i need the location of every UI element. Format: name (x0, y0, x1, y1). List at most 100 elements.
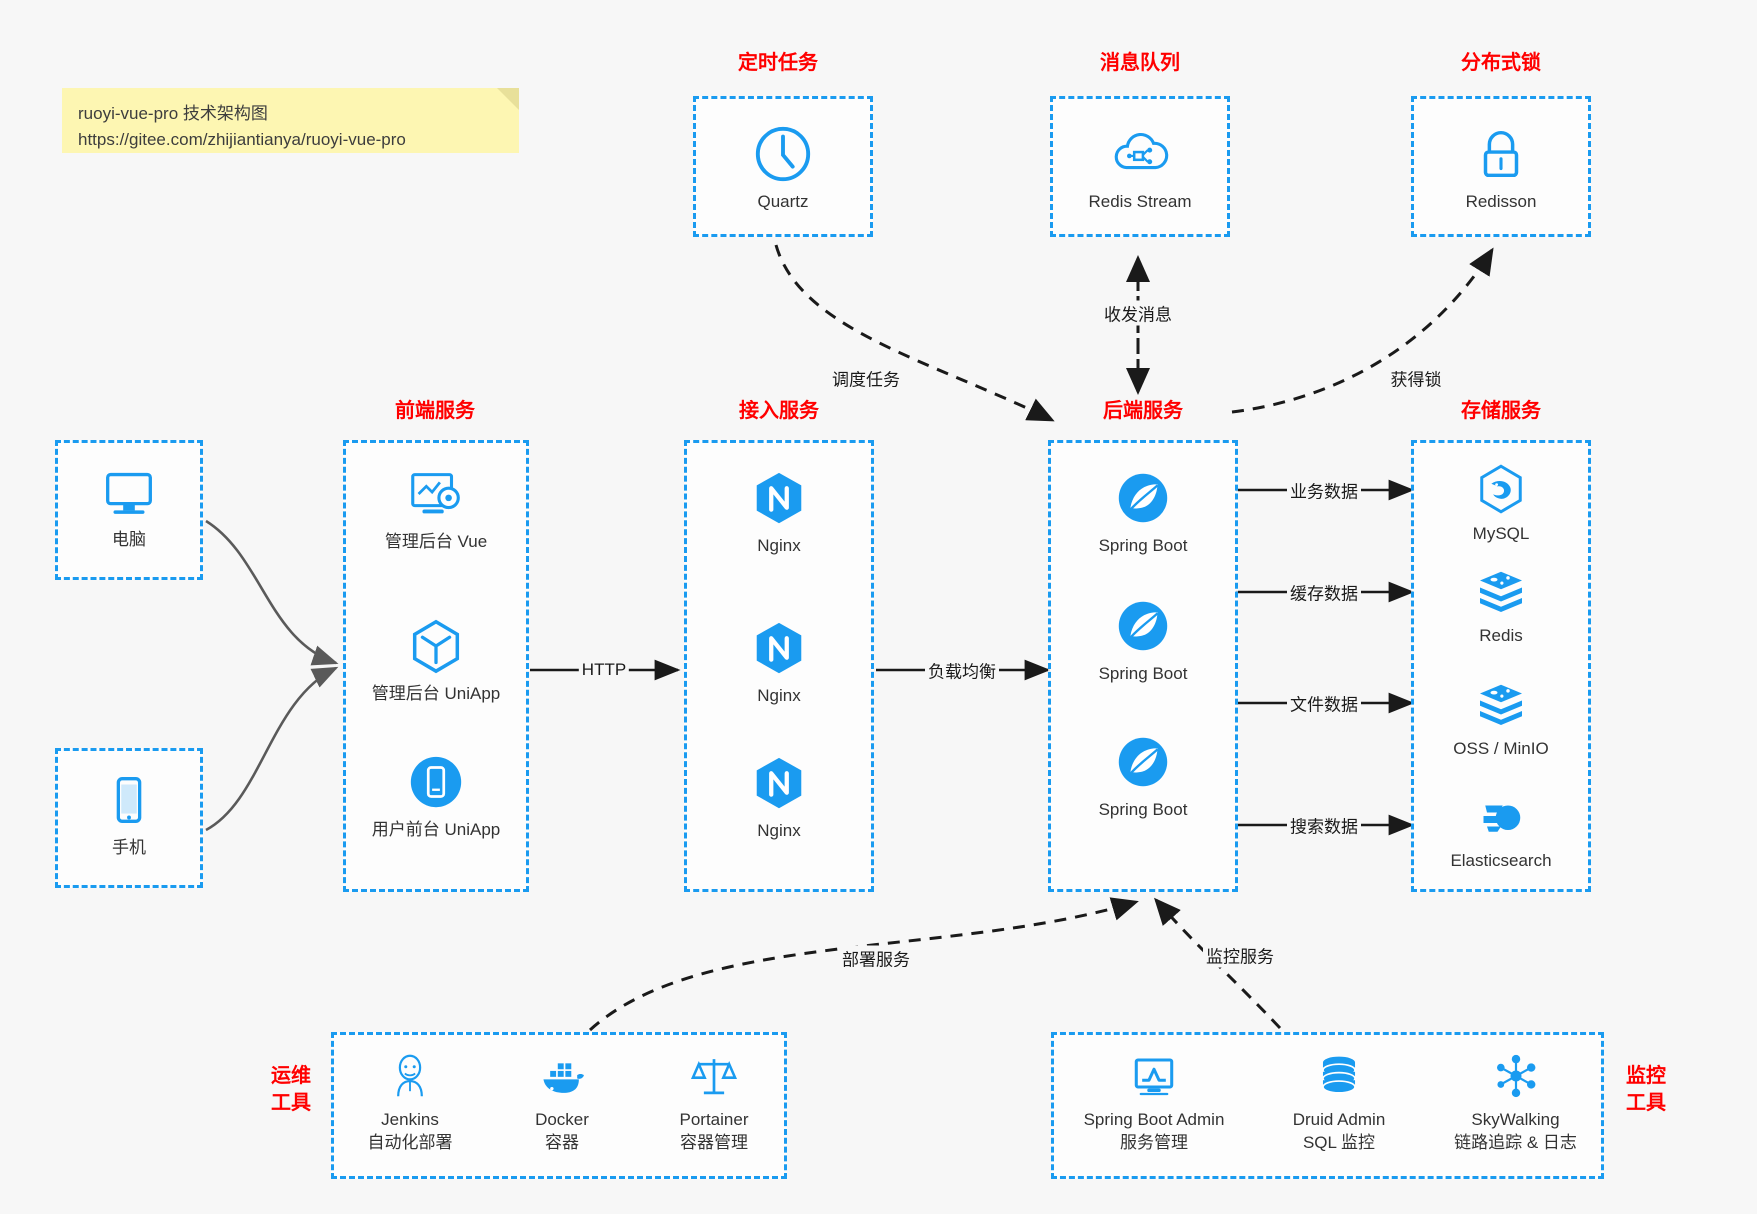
node-redisson[interactable]: Redisson (1414, 123, 1588, 214)
node-jenkins[interactable]: Jenkins 自动化部署 (334, 1049, 486, 1155)
node-spring-boot-3[interactable]: Spring Boot (1051, 731, 1235, 822)
lock-icon (1483, 131, 1519, 178)
node-skywalking[interactable]: SkyWalking 链路追踪 & 日志 (1424, 1049, 1607, 1155)
diagram-note: ruoyi-vue-pro 技术架构图 https://gitee.com/zh… (62, 88, 519, 153)
client-box-mobile: 手机 (55, 748, 203, 888)
group-header-scheduler: 定时任务 (738, 52, 818, 74)
elasticsearch-icon (1483, 805, 1521, 832)
node-oss-minio[interactable]: OSS / MinIO (1414, 676, 1588, 761)
node-label: Nginx (757, 821, 801, 840)
node-sublabel: 容器 (545, 1132, 579, 1152)
mobile-icon (116, 777, 142, 823)
spring-leaf-icon (1118, 737, 1168, 787)
node-spring-boot-admin[interactable]: Spring Boot Admin 服务管理 (1054, 1049, 1254, 1155)
group-box-storage: MySQL Redis OSS / MinIO (1411, 440, 1591, 892)
group-box-mq: Redis Stream (1050, 96, 1230, 237)
node-redis-stream[interactable]: Redis Stream (1053, 123, 1227, 214)
edge-label-send-receive-msg: 收发消息 (1101, 300, 1175, 326)
portainer-scale-icon (690, 1059, 738, 1095)
node-sublabel: 服务管理 (1120, 1132, 1188, 1152)
group-box-monitor: Spring Boot Admin 服务管理 Druid Admin SQL 监… (1051, 1032, 1604, 1179)
node-label: Nginx (757, 686, 801, 705)
node-label: 手机 (112, 838, 146, 857)
node-label: Nginx (757, 536, 801, 555)
edge-label-cache-data: 缓存数据 (1287, 579, 1361, 605)
cloud-stream-icon (1114, 133, 1169, 170)
node-sublabel: SQL 监控 (1302, 1132, 1376, 1152)
group-header-devops-line1: 运维 (271, 1065, 311, 1087)
node-spring-boot-1[interactable]: Spring Boot (1051, 467, 1235, 558)
dashboard-icon (411, 473, 460, 514)
skywalking-nodes-icon (1496, 1054, 1535, 1098)
client-box-desktop: 电脑 (55, 440, 203, 580)
group-header-monitor: 监控 工具 (1613, 1063, 1679, 1117)
group-box-lock: Redisson (1411, 96, 1591, 237)
edge-label-deploy-service: 部署服务 (839, 945, 913, 971)
group-header-monitor-line1: 监控 (1626, 1065, 1666, 1087)
node-label: 用户前台 UniApp (371, 820, 501, 839)
jenkins-butler-icon (397, 1054, 423, 1097)
node-label: Spring Boot (1098, 800, 1188, 819)
node-sublabel: 链路追踪 & 日志 (1454, 1132, 1577, 1152)
nginx-icon (756, 622, 802, 674)
monitor-chart-icon (1134, 1058, 1174, 1096)
desktop-icon (106, 472, 152, 514)
node-mysql[interactable]: MySQL (1414, 461, 1588, 546)
edge-label-schedule-task: 调度任务 (829, 365, 903, 391)
node-label: Redis (1479, 626, 1523, 645)
node-nginx-2[interactable]: Nginx (687, 617, 871, 708)
node-quartz[interactable]: Quartz (696, 123, 870, 214)
node-label: MySQL (1472, 524, 1530, 543)
spring-leaf-icon (1118, 601, 1168, 651)
node-label: Docker (535, 1110, 589, 1129)
node-label: Portainer (679, 1110, 749, 1129)
group-box-backend: Spring Boot Spring Boot Spring Boot (1048, 440, 1238, 892)
group-box-frontend: 管理后台 Vue 管理后台 UniApp 用户前台 UniApp (343, 440, 529, 892)
note-title: ruoyi-vue-pro 技术架构图 (78, 104, 268, 123)
node-user-uniapp[interactable]: 用户前台 UniApp (346, 751, 526, 842)
spring-leaf-icon (1118, 473, 1168, 523)
node-label: Quartz (757, 192, 809, 211)
node-desktop[interactable]: 电脑 (58, 461, 200, 552)
group-box-gateway: Nginx Nginx Nginx (684, 440, 874, 892)
node-elasticsearch[interactable]: Elasticsearch (1414, 788, 1588, 873)
note-url: https://gitee.com/zhijiantianya/ruoyi-vu… (78, 130, 406, 150)
edge-label-monitor-service: 监控服务 (1203, 942, 1277, 968)
edge-label-acquire-lock: 获得锁 (1387, 365, 1445, 391)
node-druid-admin[interactable]: Druid Admin SQL 监控 (1254, 1049, 1424, 1155)
node-label: Spring Boot (1098, 536, 1188, 555)
node-label: Spring Boot (1098, 664, 1188, 683)
edge-label-business-data: 业务数据 (1287, 477, 1361, 503)
group-header-mq: 消息队列 (1100, 52, 1180, 74)
group-header-monitor-line2: 工具 (1626, 1092, 1666, 1114)
node-nginx-3[interactable]: Nginx (687, 752, 871, 843)
node-label: Redisson (1465, 192, 1537, 211)
node-nginx-1[interactable]: Nginx (687, 467, 871, 558)
redis-stack-icon (1480, 684, 1522, 725)
edge-label-file-data: 文件数据 (1287, 690, 1361, 716)
node-label: Druid Admin (1292, 1110, 1386, 1129)
database-icon (1322, 1056, 1356, 1094)
group-header-gateway: 接入服务 (739, 400, 819, 422)
node-portainer[interactable]: Portainer 容器管理 (638, 1049, 790, 1155)
node-spring-boot-2[interactable]: Spring Boot (1051, 595, 1235, 686)
edge-label-search-data: 搜索数据 (1287, 812, 1361, 838)
cube-icon (412, 619, 460, 674)
mysql-dolphin-icon (1480, 464, 1522, 514)
edge-label-load-balance: 负载均衡 (925, 657, 999, 683)
group-box-devops: Jenkins 自动化部署 Docker 容器 (331, 1032, 787, 1179)
node-redis[interactable]: Redis (1414, 563, 1588, 648)
node-admin-uniapp[interactable]: 管理后台 UniApp (346, 615, 526, 706)
node-sublabel: 容器管理 (680, 1132, 748, 1152)
node-label: Elasticsearch (1450, 851, 1552, 870)
note-fold-icon (497, 88, 519, 110)
node-admin-vue[interactable]: 管理后台 Vue (346, 463, 526, 554)
node-mobile[interactable]: 手机 (58, 769, 200, 860)
phone-app-icon (410, 756, 462, 808)
node-label: 管理后台 UniApp (371, 684, 501, 703)
docker-whale-icon (543, 1063, 584, 1093)
node-docker[interactable]: Docker 容器 (486, 1049, 638, 1155)
group-header-devops: 运维 工具 (258, 1063, 324, 1117)
group-header-storage: 存储服务 (1461, 400, 1541, 422)
